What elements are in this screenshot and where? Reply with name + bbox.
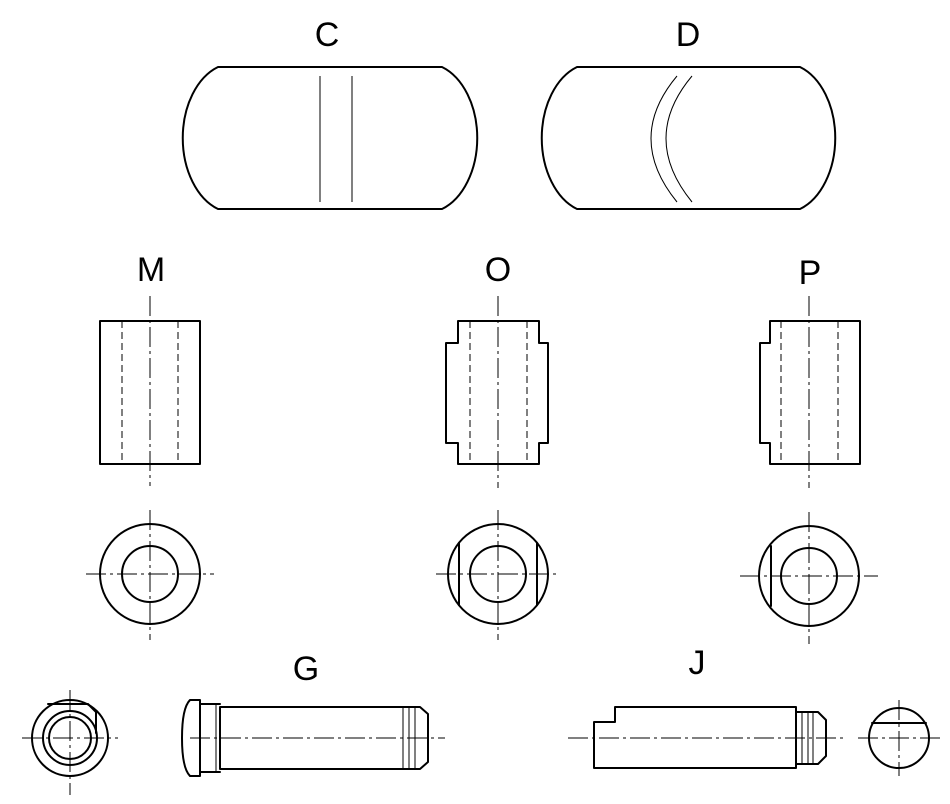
label-p: P bbox=[799, 254, 822, 292]
label-j: J bbox=[689, 644, 706, 682]
part-o-end bbox=[436, 510, 560, 640]
part-j-side bbox=[568, 706, 845, 769]
part-d bbox=[540, 66, 837, 210]
part-p-end bbox=[740, 512, 878, 644]
label-d: D bbox=[676, 16, 701, 54]
part-m-side bbox=[99, 296, 201, 486]
label-c: C bbox=[315, 16, 340, 54]
part-o-side bbox=[445, 296, 549, 488]
part-m-end bbox=[86, 510, 214, 640]
part-j-end bbox=[858, 700, 940, 776]
part-g-side bbox=[181, 699, 445, 777]
label-g: G bbox=[293, 650, 319, 688]
label-m: M bbox=[137, 251, 165, 289]
label-o: O bbox=[485, 251, 511, 289]
part-g-end bbox=[22, 690, 118, 795]
part-c bbox=[181, 66, 479, 210]
part-p-side bbox=[759, 296, 861, 488]
